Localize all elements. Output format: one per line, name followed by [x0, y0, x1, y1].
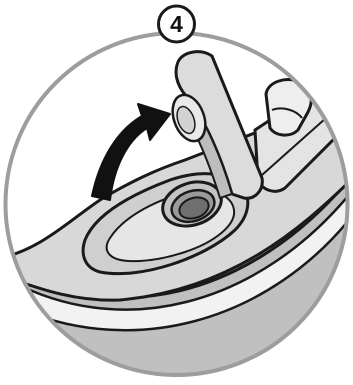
step-number: 4 — [170, 11, 183, 37]
